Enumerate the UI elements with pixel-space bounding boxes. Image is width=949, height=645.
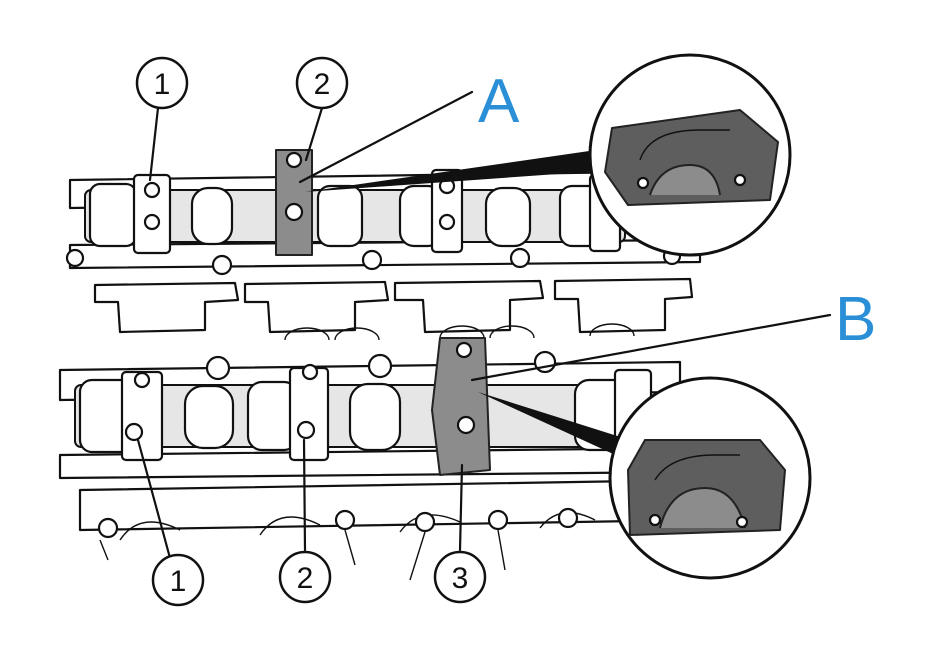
callout-bottom-1: 1 — [151, 553, 205, 607]
detail-view-a — [305, 53, 792, 257]
label-b: B — [835, 285, 876, 354]
label-a: A — [478, 67, 520, 136]
callout-bottom-2: 2 — [278, 550, 332, 604]
tool-a-holder — [275, 149, 313, 256]
callout-bottom-1-label: 1 — [170, 565, 187, 598]
detail-view-b — [478, 376, 812, 580]
upper-camshaft — [65, 168, 702, 341]
callout-bottom-3: 3 — [433, 550, 487, 604]
callout-top-2-label: 2 — [314, 68, 331, 101]
callout-top-1-label: 1 — [154, 68, 171, 101]
callout-top-2: 2 — [295, 56, 349, 110]
callout-bottom-3-label: 3 — [452, 562, 469, 595]
lower-camshaft — [58, 350, 702, 581]
callout-top-1: 1 — [135, 56, 189, 110]
leader-lines — [136, 90, 832, 560]
callout-bottom-2-label: 2 — [297, 562, 314, 595]
tool-b-holder — [431, 337, 491, 476]
